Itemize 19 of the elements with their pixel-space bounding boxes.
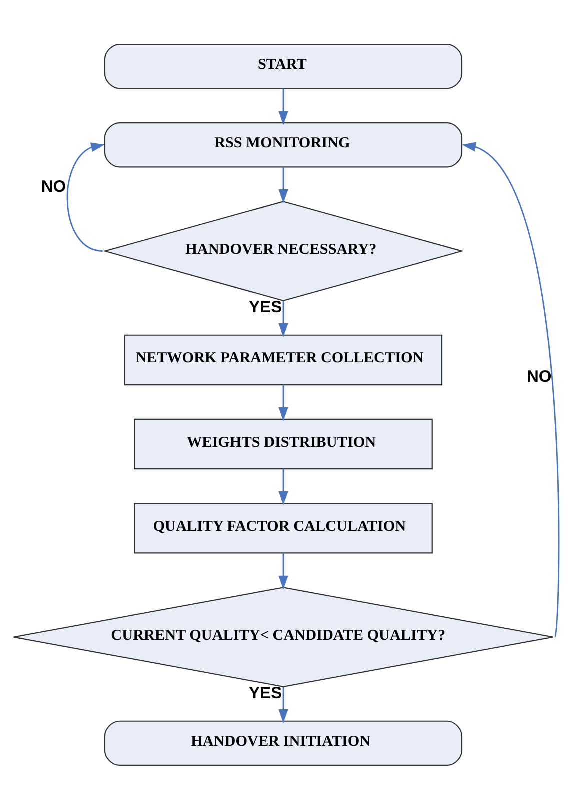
node-diamond: HANDOVER NECESSARY? — [102, 201, 464, 302]
node-box: RSS MONITORING — [104, 122, 463, 168]
node-box: WEIGHTS DISTRIBUTION — [134, 418, 433, 470]
arrow — [67, 142, 105, 252]
node-box: HANDOVER INITIATION — [104, 720, 463, 766]
arrow — [278, 167, 288, 204]
arrow — [278, 385, 288, 422]
edge-label: NO — [41, 177, 66, 196]
arrow — [462, 142, 560, 638]
node-box: NETWORK PARAMETER COLLECTION — [124, 334, 443, 386]
arrow — [278, 469, 288, 506]
node-box: QUALITY FACTOR CALCULATION — [134, 503, 433, 554]
arrow — [278, 687, 288, 724]
arrow — [278, 88, 288, 126]
node-diamond: CURRENT QUALITY< CANDIDATE QUALITY? — [13, 587, 554, 688]
node-box: START — [104, 44, 463, 90]
edge-label: NO — [526, 367, 552, 386]
arrow — [278, 553, 288, 590]
arrow — [278, 301, 288, 338]
